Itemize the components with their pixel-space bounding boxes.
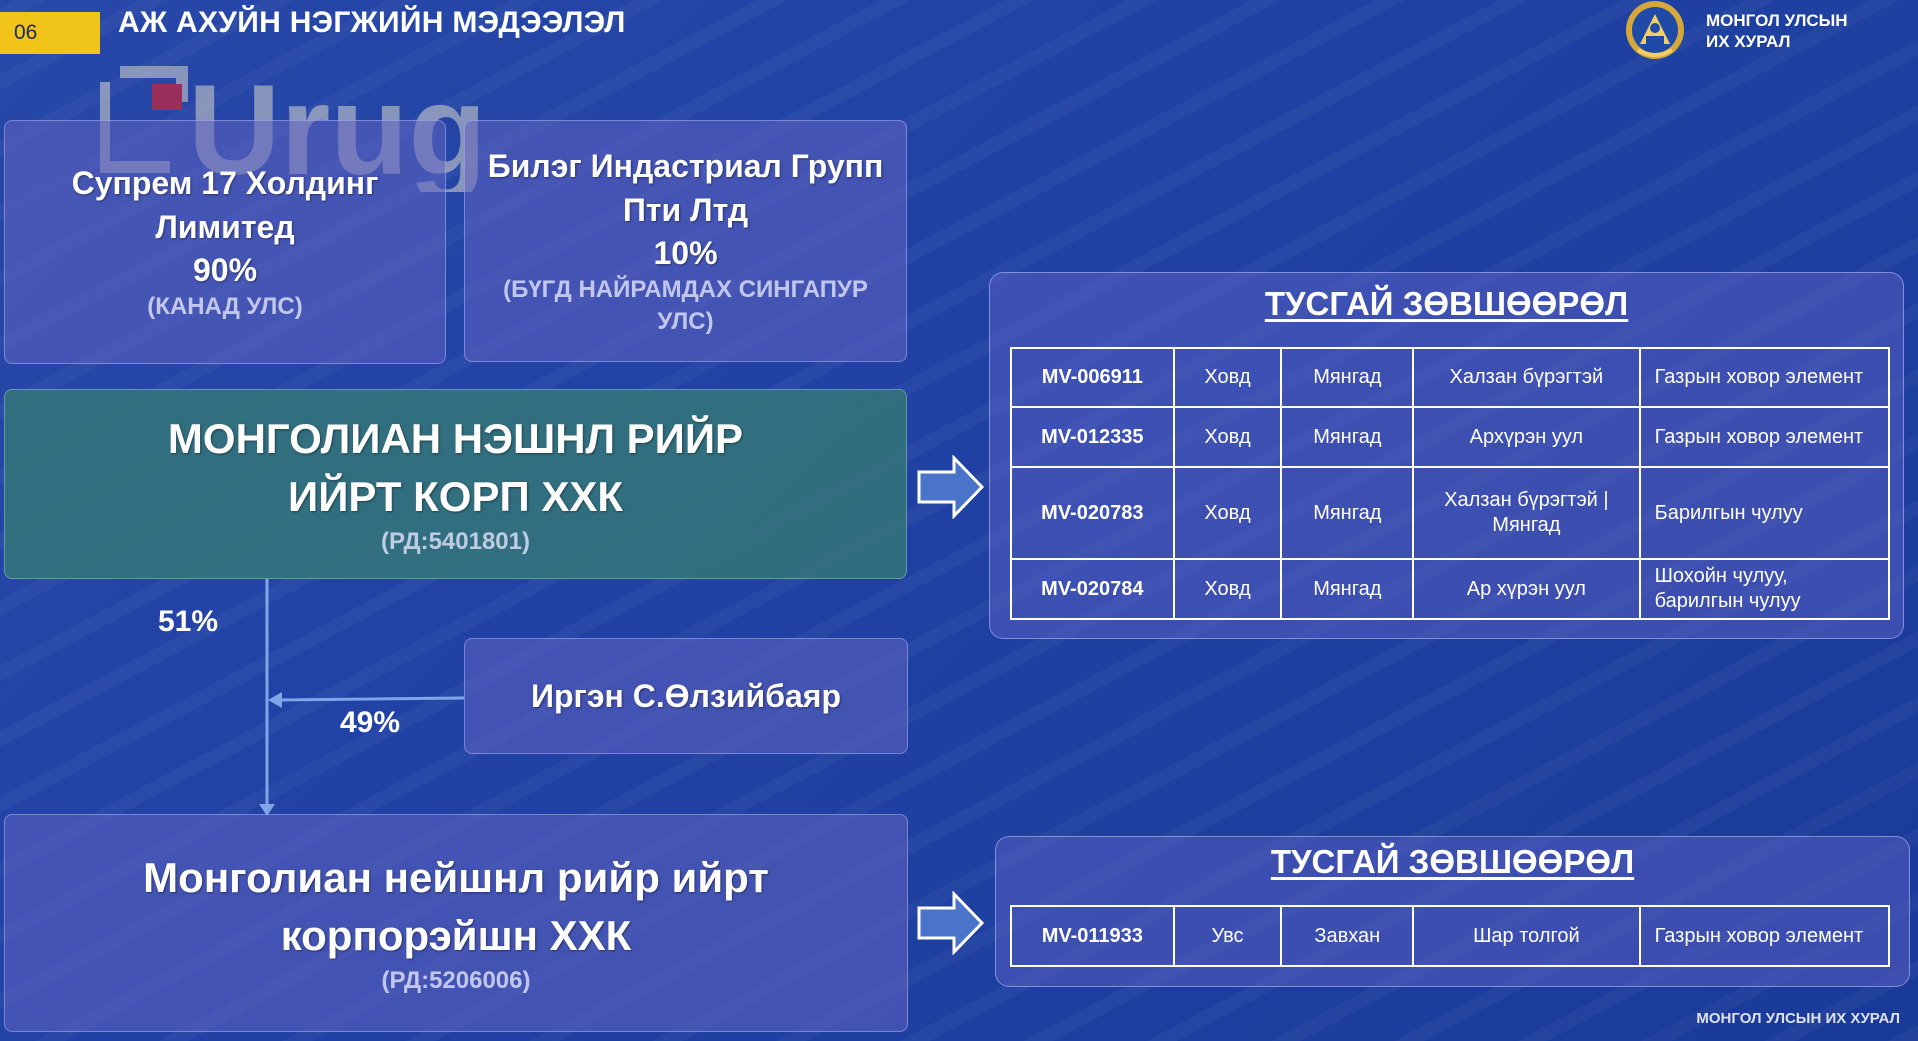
license-soum: Мянгад [1280, 347, 1415, 408]
main-company-reg: (РД:5401801) [380, 528, 530, 555]
license-soum: Мянгад [1280, 466, 1415, 560]
license-panel-title: ТУСГАЙ ЗӨВШӨӨРӨЛ [1270, 843, 1635, 880]
table-row: MV-011933 Увс Завхан Шар толгой Газрын х… [1010, 905, 1891, 967]
shareholder-box-supreme: Супрем 17 Холдинг Лимитед 90% (КАНАД УЛС… [4, 120, 446, 364]
shareholder-country: УЛС) [657, 308, 714, 335]
table-row: MV-020783 Ховд Мянгад Халзан бүрэгтэй | … [1010, 466, 1891, 560]
footer-text: МОНГОЛ УЛСЫН ИХ ХУРАЛ [1696, 1010, 1900, 1027]
logo-line-2: ИХ ХУРАЛ [1706, 32, 1791, 51]
license-area: Ар хүрэн уул [1412, 558, 1641, 620]
shareholder-share: 90% [192, 252, 258, 288]
main-company-name: МОНГОЛИАН НЭШНЛ РИЙР [167, 415, 744, 462]
shareholder-name: Супрем 17 Холдинг [71, 165, 379, 201]
table-row: MV-006911 Ховд Мянгад Халзан бүрэгтэй Га… [1010, 347, 1891, 408]
license-type: Газрын ховор элемент [1638, 347, 1891, 408]
shareholder-share: 10% [653, 235, 718, 271]
main-company-box: МОНГОЛИАН НЭШНЛ РИЙР ИЙРТ КОРП ХХК (РД:5… [4, 389, 907, 579]
license-area-line: Мянгад [1492, 514, 1561, 536]
table-row: MV-020784 Ховд Мянгад Ар хүрэн уул Шохой… [1010, 558, 1891, 620]
license-soum: Завхан [1280, 905, 1415, 967]
shareholder-name: Билэг Индастриал Групп [487, 148, 884, 184]
license-aimag: Ховд [1172, 466, 1283, 560]
shareholder-country: (БҮГД НАЙРАМДАХ СИНГАПУР [503, 276, 868, 303]
license-code: MV-006911 [1010, 347, 1175, 408]
license-panel-sub: ТУСГАЙ ЗӨВШӨӨРӨЛ MV-011933 Увс Завхан Ша… [995, 836, 1910, 987]
license-aimag: Ховд [1172, 558, 1283, 620]
shareholder-name: Пти Лтд [622, 192, 749, 228]
sub-company-box: Монголиан нейшнл рийр ийрт корпорэйшн ХХ… [4, 814, 908, 1032]
license-area: Шар толгой [1412, 905, 1641, 967]
license-aimag: Ховд [1172, 406, 1283, 468]
connector-arrowhead [268, 692, 282, 708]
license-soum: Мянгад [1280, 406, 1415, 468]
person-name: Иргэн С.Өлзийбаяр [530, 677, 841, 714]
slide-number: 06 [14, 21, 38, 44]
slide-number-badge: 06 [0, 12, 100, 54]
sub-company-reg: (РД:5206006) [381, 967, 531, 994]
license-table: MV-011933 Увс Завхан Шар толгой Газрын х… [1010, 905, 1891, 967]
connector-person-to-sub [279, 696, 465, 702]
person-share-label: 49% [340, 706, 401, 739]
license-panel-main: ТУСГАЙ ЗӨВШӨӨРӨЛ MV-006911 Ховд Мянгад Х… [989, 272, 1904, 639]
license-aimag: Увс [1172, 905, 1283, 967]
state-emblem-icon [1626, 1, 1684, 59]
shareholder-name: Лимитед [155, 209, 295, 245]
main-company-share-label: 51% [158, 605, 219, 638]
sub-company-name: корпорэйшн ХХК [280, 912, 632, 959]
license-type-line: Шохойн чулуу, [1654, 565, 1788, 587]
license-code: MV-020783 [1010, 466, 1175, 560]
license-type: Шохойн чулуу, барилгын чулуу [1638, 558, 1891, 620]
page-title: АЖ АХУЙН НЭГЖИЙН МЭДЭЭЛЭЛ [118, 6, 626, 39]
sub-company-name: Монголиан нейшнл рийр ийрт [143, 854, 769, 901]
license-area-line: Халзан бүрэгтэй | [1444, 489, 1609, 511]
license-area: Халзан бүрэгтэй | Мянгад [1412, 466, 1641, 560]
person-box: Иргэн С.Өлзийбаяр [464, 638, 908, 754]
table-row: MV-012335 Ховд Мянгад Архүрэн уул Газрын… [1010, 406, 1891, 468]
main-company-name: ИЙРТ КОРП ХХК [288, 473, 623, 520]
shareholder-box-bileg: Билэг Индастриал Групп Пти Лтд 10% (БҮГД… [464, 120, 907, 362]
license-area: Халзан бүрэгтэй [1412, 347, 1641, 408]
license-area: Архүрэн уул [1412, 406, 1641, 468]
arrow-right-icon [917, 455, 985, 519]
license-type-line: барилгын чулуу [1654, 590, 1801, 612]
license-table: MV-006911 Ховд Мянгад Халзан бүрэгтэй Га… [1010, 347, 1891, 620]
license-code: MV-020784 [1010, 558, 1175, 620]
license-type: Газрын ховор элемент [1638, 406, 1891, 468]
license-type: Барилгын чулуу [1638, 466, 1891, 560]
arrow-right-icon [917, 891, 985, 955]
license-panel-title: ТУСГАЙ ЗӨВШӨӨРӨЛ [1264, 285, 1629, 322]
license-code: MV-012335 [1010, 406, 1175, 468]
license-area-line: Халзан бүрэгтэй [1449, 366, 1604, 388]
license-code: MV-011933 [1010, 905, 1175, 967]
license-aimag: Ховд [1172, 347, 1283, 408]
shareholder-country: (КАНАД УЛС) [147, 293, 303, 320]
license-soum: Мянгад [1280, 558, 1415, 620]
license-type: Газрын ховор элемент [1638, 905, 1891, 967]
parliament-logo-text: МОНГОЛ УЛСЫН ИХ ХУРАЛ [1706, 10, 1848, 52]
logo-line-1: МОНГОЛ УЛСЫН [1706, 11, 1848, 30]
connector-arrowhead [259, 804, 275, 816]
